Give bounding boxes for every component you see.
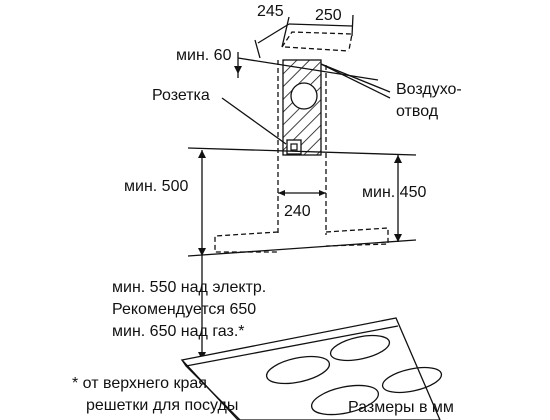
dim-min-60: мин. 60 xyxy=(176,47,232,64)
footnote-line-1: * от верхнего края xyxy=(72,375,207,392)
dimension-line-245 xyxy=(257,23,290,44)
dim-245: 245 xyxy=(257,3,284,20)
dim-min-500: мин. 500 xyxy=(124,178,189,195)
note-line-1: мин. 550 над электр. xyxy=(112,279,267,296)
label-air-outlet-2: отвод xyxy=(396,103,439,120)
footnote-line-2: решетки для посуды xyxy=(86,397,239,414)
dim-min-450: мин. 450 xyxy=(362,184,427,201)
label-air-outlet-1: Воздухо- xyxy=(396,81,462,98)
dim-240: 240 xyxy=(284,203,311,220)
ceiling-hole-outline xyxy=(281,31,353,52)
hood-bottom-line xyxy=(187,239,417,257)
air-outlet-circle xyxy=(290,82,318,110)
burner-4 xyxy=(381,366,443,394)
note-line-3: мин. 650 над газ.* xyxy=(112,323,245,340)
note-line-2: Рекомендуется 650 xyxy=(112,301,257,318)
dimension-line-250 xyxy=(288,23,353,27)
burner-2 xyxy=(329,334,391,362)
cooktop xyxy=(180,317,443,420)
hood-top-line xyxy=(187,147,417,156)
dim-250: 250 xyxy=(315,7,342,24)
label-socket: Розетка xyxy=(152,87,210,104)
burner-3 xyxy=(310,384,380,416)
burner-1 xyxy=(265,355,331,385)
units-label: Размеры в мм xyxy=(348,399,454,416)
